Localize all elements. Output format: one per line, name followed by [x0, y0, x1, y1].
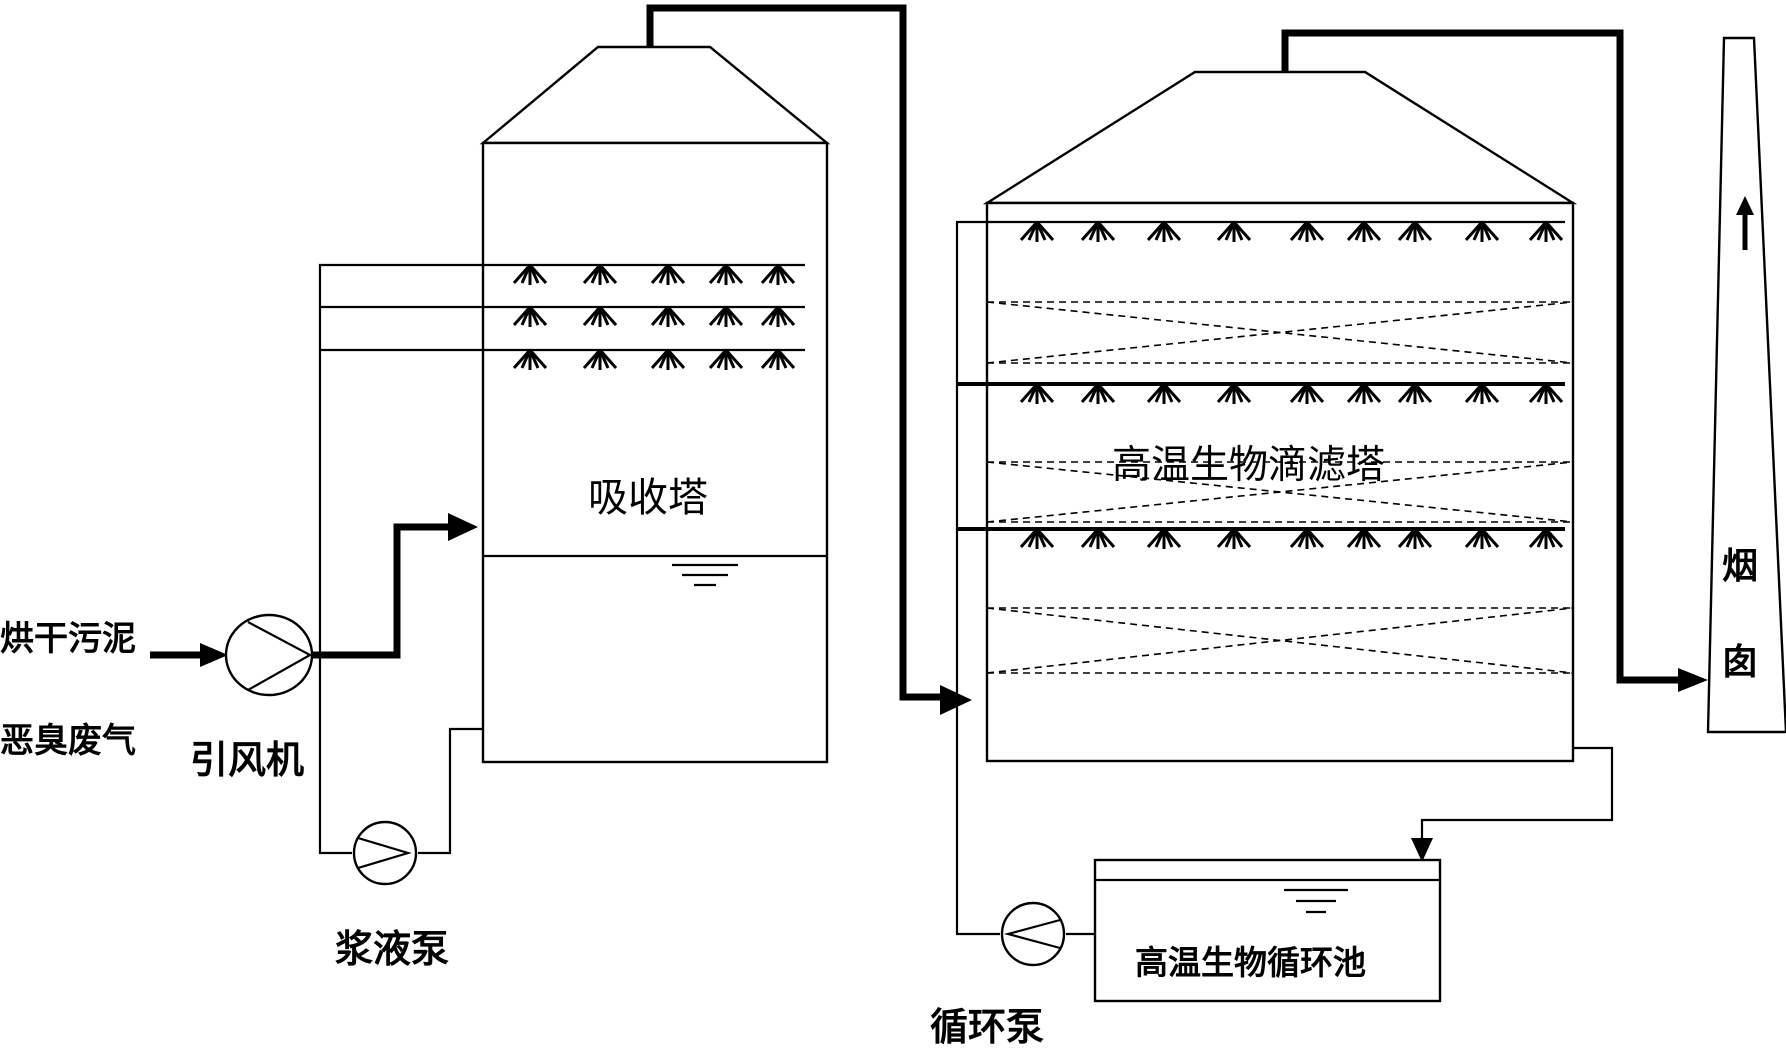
packing-layer-2 — [986, 461, 1574, 523]
bio-tower-label: 高温生物滴滤塔 — [1112, 443, 1385, 488]
circulation-pipe-to-tower — [955, 700, 1000, 936]
arrow-right-icon — [200, 643, 228, 667]
slurry-pump-label: 浆液泵 — [335, 926, 449, 971]
inlet-label-line1: 烘干污泥 — [0, 619, 136, 659]
arrow-down-icon — [1411, 838, 1433, 862]
packing-layers — [986, 301, 1574, 674]
circulation-loop — [955, 700, 1095, 967]
bio-tower-hood — [982, 70, 1578, 205]
fan-label: 引风机 — [190, 737, 304, 782]
bio-tower-body — [985, 201, 1575, 763]
circulation-tank-label: 高温生物循环池 — [1135, 943, 1366, 982]
bio-outlet-duct — [1281, 29, 1708, 692]
slurry-pump-icon — [352, 820, 418, 886]
water-level-symbol — [1284, 888, 1348, 914]
absorption-tower-body — [481, 141, 829, 764]
absorption-tower-label: 吸收塔 — [588, 475, 708, 521]
absorption-tower-hood — [479, 45, 831, 145]
bio-spray-headers — [955, 220, 1565, 700]
packing-layer-3 — [986, 607, 1574, 674]
spray-header-1 — [318, 263, 805, 700]
chimney — [1706, 36, 1786, 734]
packing-layer-1 — [986, 301, 1574, 364]
absorption-spray-headers — [318, 263, 805, 700]
absorption-tower — [479, 45, 831, 764]
fan-to-absorber-duct — [312, 513, 478, 659]
induced-draft-fan-icon — [224, 613, 314, 697]
circulation-pump-icon — [1000, 901, 1066, 967]
water-level-symbol — [672, 563, 738, 587]
circulation-tank — [1093, 858, 1442, 1003]
chimney-body — [1706, 36, 1786, 734]
circulation-tank-body — [1093, 858, 1442, 1003]
slurry-loop — [318, 700, 483, 886]
circulation-pump-label: 循环泵 — [930, 1004, 1044, 1048]
bio-drain-line — [1411, 746, 1614, 862]
slurry-pipe-return — [418, 727, 483, 855]
inlet-gas-line — [150, 643, 228, 667]
slurry-pipe-suction — [318, 700, 352, 855]
chimney-label-char2: 囱 — [1722, 641, 1758, 683]
inlet-label-line2: 恶臭废气 — [0, 721, 136, 761]
bio-trickling-tower — [982, 70, 1578, 763]
arrow-right-icon — [448, 513, 478, 541]
chimney-label-char1: 烟 — [1722, 545, 1758, 587]
arrow-right-icon — [1678, 668, 1708, 692]
